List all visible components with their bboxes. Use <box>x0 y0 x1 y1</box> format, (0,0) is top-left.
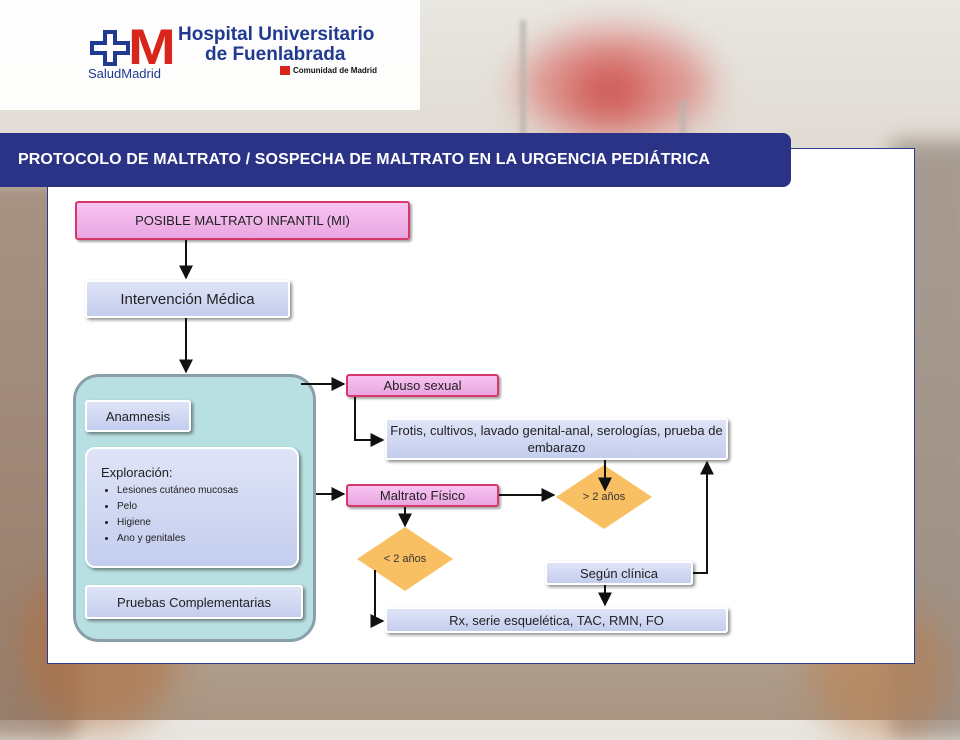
according-to-clinic-node: Según clínica <box>545 561 693 585</box>
comunidad-madrid-label: Comunidad de Madrid <box>293 66 377 75</box>
background-pole <box>520 20 526 140</box>
comunidad-flag-icon <box>280 66 290 75</box>
madrid-m-logo: M <box>128 19 176 75</box>
exploration-item: Lesiones cutáneo mucosas <box>117 483 238 499</box>
exploration-item: Pelo <box>117 499 238 515</box>
possible-maltreatment-node: POSIBLE MALTRATO INFANTIL (MI) <box>75 201 410 240</box>
exploration-item: Ano y genitales <box>117 531 238 547</box>
complementary-tests-node: Pruebas Complementarias <box>85 585 303 619</box>
hospital-name-line2: de Fuenlabrada <box>205 44 346 65</box>
exploration-title: Exploración: <box>101 465 173 480</box>
anamnesis-node: Anamnesis <box>85 400 191 432</box>
exploration-item: Higiene <box>117 515 238 531</box>
salud-madrid-label: SaludMadrid <box>88 66 161 81</box>
sexual-abuse-node: Abuso sexual <box>346 374 499 397</box>
background-flag-detail <box>570 60 650 120</box>
exploration-list: Lesiones cutáneo mucosas Pelo Higiene An… <box>101 483 238 547</box>
sexual-abuse-tests-node: Frotis, cultivos, lavado genital-anal, s… <box>385 418 728 460</box>
hospital-name-line1: Hospital Universitario <box>178 24 375 45</box>
imaging-tests-node: Rx, serie esquelética, TAC, RMN, FO <box>385 607 728 633</box>
physical-maltreatment-node: Maltrato Físico <box>346 484 499 507</box>
background-pole <box>680 100 686 140</box>
exploration-node: Exploración: Lesiones cutáneo mucosas Pe… <box>85 447 299 568</box>
logo-area: M SaludMadrid Hospital Universitario de … <box>0 0 420 110</box>
medical-intervention-node: Intervención Médica <box>85 280 290 318</box>
protocol-title-banner: PROTOCOLO DE MALTRATO / SOSPECHA DE MALT… <box>0 133 791 187</box>
comunidad-madrid-logo: Comunidad de Madrid <box>280 66 377 75</box>
salud-madrid-cross-icon <box>90 30 130 66</box>
